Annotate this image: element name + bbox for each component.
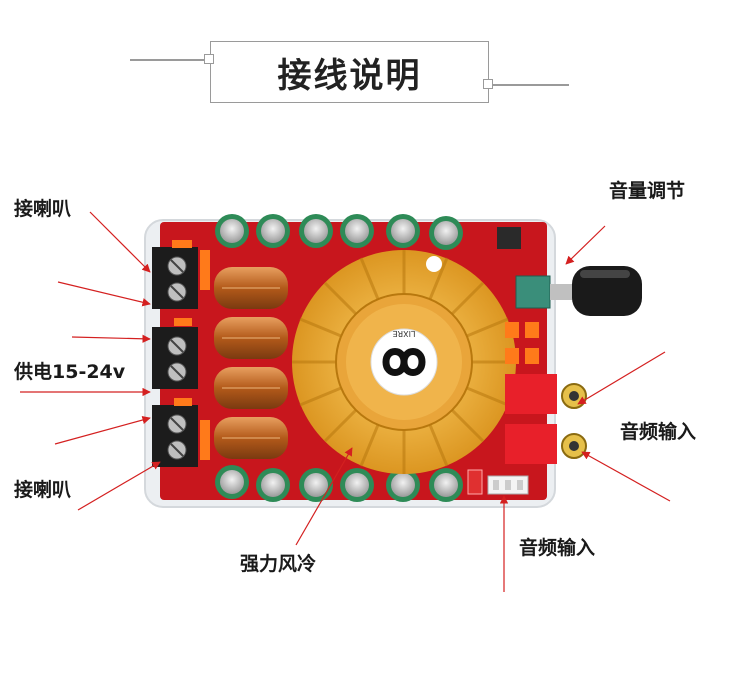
small-components-right: [505, 322, 539, 364]
screw-terminals: [152, 247, 198, 467]
capacitors-top: [215, 214, 463, 250]
xh-connector: [487, 475, 529, 495]
capacitors-bottom: [215, 465, 463, 502]
label-speaker-top: 接喇叭: [14, 198, 72, 220]
dip-switch: [467, 469, 483, 495]
title-box: 接线说明: [210, 41, 489, 103]
label-speaker-bottom: 接喇叭: [14, 479, 72, 501]
white-pad: [426, 256, 442, 272]
title-line-left: [130, 59, 210, 61]
label-cooling: 强力风冷: [240, 553, 317, 575]
fan-logo-text: LIXRE: [393, 329, 416, 338]
inductor-small: [497, 227, 521, 249]
title-corner-square-left: [204, 54, 214, 64]
label-volume: 音量调节: [609, 180, 686, 202]
page-title: 接线说明: [277, 55, 422, 96]
annotation-arrows: [20, 211, 671, 592]
heatsink: [292, 250, 516, 474]
label-power: 供电15-24v: [14, 361, 126, 383]
label-audio-in-bottom: 音频输入: [519, 537, 596, 559]
title-corner-square-right: [483, 79, 493, 89]
label-audio-in-right: 音频输入: [620, 421, 697, 443]
rca-jacks: [505, 374, 587, 464]
title-line-right: [489, 84, 569, 86]
inductor-coils: [214, 267, 288, 459]
volume-potentiometer: [515, 266, 642, 316]
